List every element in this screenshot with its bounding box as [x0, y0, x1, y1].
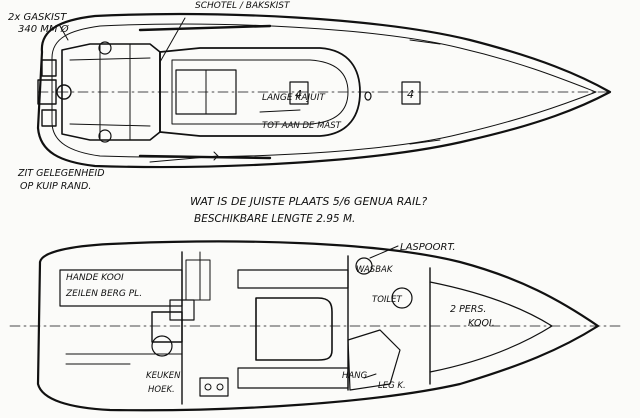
deck-hull-outline — [36, 12, 612, 169]
leader-bakskist — [159, 17, 186, 63]
label-gaskist-1: 2x GASKIST — [8, 12, 67, 23]
mast-step — [364, 91, 372, 101]
fore-rail-port — [409, 39, 441, 45]
label-zit-gelegenheid: ZIT GELEGENHEID — [17, 168, 105, 179]
label-keuken: KEUKEN — [146, 371, 181, 381]
leader-laspoort — [369, 245, 399, 259]
winch-starboard — [98, 129, 112, 143]
galley-stove — [151, 311, 183, 343]
wasbak-circle — [355, 257, 373, 275]
label-hang: HANG — [342, 371, 368, 381]
hatch-symbol-1: 4 — [295, 88, 302, 101]
label-hande-kooi: HANDE KOOI — [66, 273, 124, 283]
genoa-rail-port — [138, 24, 272, 32]
aft-lines — [65, 251, 201, 365]
fore-rail-starboard — [409, 139, 441, 145]
deckhouse-inner — [171, 59, 349, 125]
forward-hatch-box-2 — [401, 81, 421, 105]
label-hoek: HOEK. — [148, 385, 175, 395]
label-laspoort: LASPOORT. — [400, 242, 456, 253]
arrowhead-seat — [213, 151, 219, 161]
label-kooi: KOOI. — [468, 318, 495, 329]
v-berth — [429, 281, 553, 373]
companionway-steps — [185, 259, 211, 301]
interior-plan — [9, 240, 623, 412]
label-leg-k: LEG K. — [378, 381, 406, 391]
label-lange-kajuit: LANGE KAJUIT — [262, 93, 326, 103]
deck-plan: 4 4 — [36, 12, 613, 169]
leader-hang — [363, 373, 377, 379]
hatch-symbol-2: 4 — [407, 88, 414, 101]
stern-locker-top — [41, 59, 57, 77]
galley-burner-2 — [216, 383, 224, 391]
gas-locker-circle — [56, 84, 72, 100]
toilet-bowl — [391, 287, 413, 309]
stern-locker-bottom — [41, 109, 57, 127]
label-gaskist-2: 340 MM Ø — [18, 23, 70, 35]
forward-hatch-box-1 — [289, 81, 309, 105]
label-zeilen-berg: ZEILEN BERG PL. — [65, 289, 142, 299]
question-line-2: BESCHIKBARE LENGTE 2.95 M. — [194, 213, 355, 225]
settee-port — [237, 269, 349, 289]
galley-sink-box — [169, 299, 195, 321]
label-op-kuip-rand: OP KUIP RAND. — [20, 181, 91, 192]
label-toilet: TOILET — [372, 295, 402, 305]
deckhouse-outline — [159, 47, 361, 137]
leader-gaskist — [59, 25, 69, 41]
leader-cabin — [259, 109, 301, 113]
leader-seat — [149, 155, 219, 163]
galley-bin — [199, 377, 229, 397]
label-tot-aan-de-mast: TOT AAN DE MAST — [262, 121, 342, 131]
hanging-locker — [347, 329, 401, 391]
question-line-1: WAT IS DE JUISTE PLAATS 5/6 GENUA RAIL? — [190, 195, 427, 208]
cockpit-seat-lines — [69, 43, 151, 141]
saloon-table — [255, 297, 333, 361]
galley-sink — [151, 335, 173, 357]
winch-port — [98, 41, 112, 55]
label-wasbak: WASBAK — [356, 265, 394, 275]
label-2-pers: 2 PERS. — [450, 304, 486, 315]
label-bakskist: SCHOTEL / BAKSKIST — [195, 1, 291, 11]
transom-box — [37, 79, 57, 105]
quarter-berth — [59, 269, 183, 307]
galley-burner-1 — [204, 383, 212, 391]
settee-starboard — [237, 367, 349, 389]
